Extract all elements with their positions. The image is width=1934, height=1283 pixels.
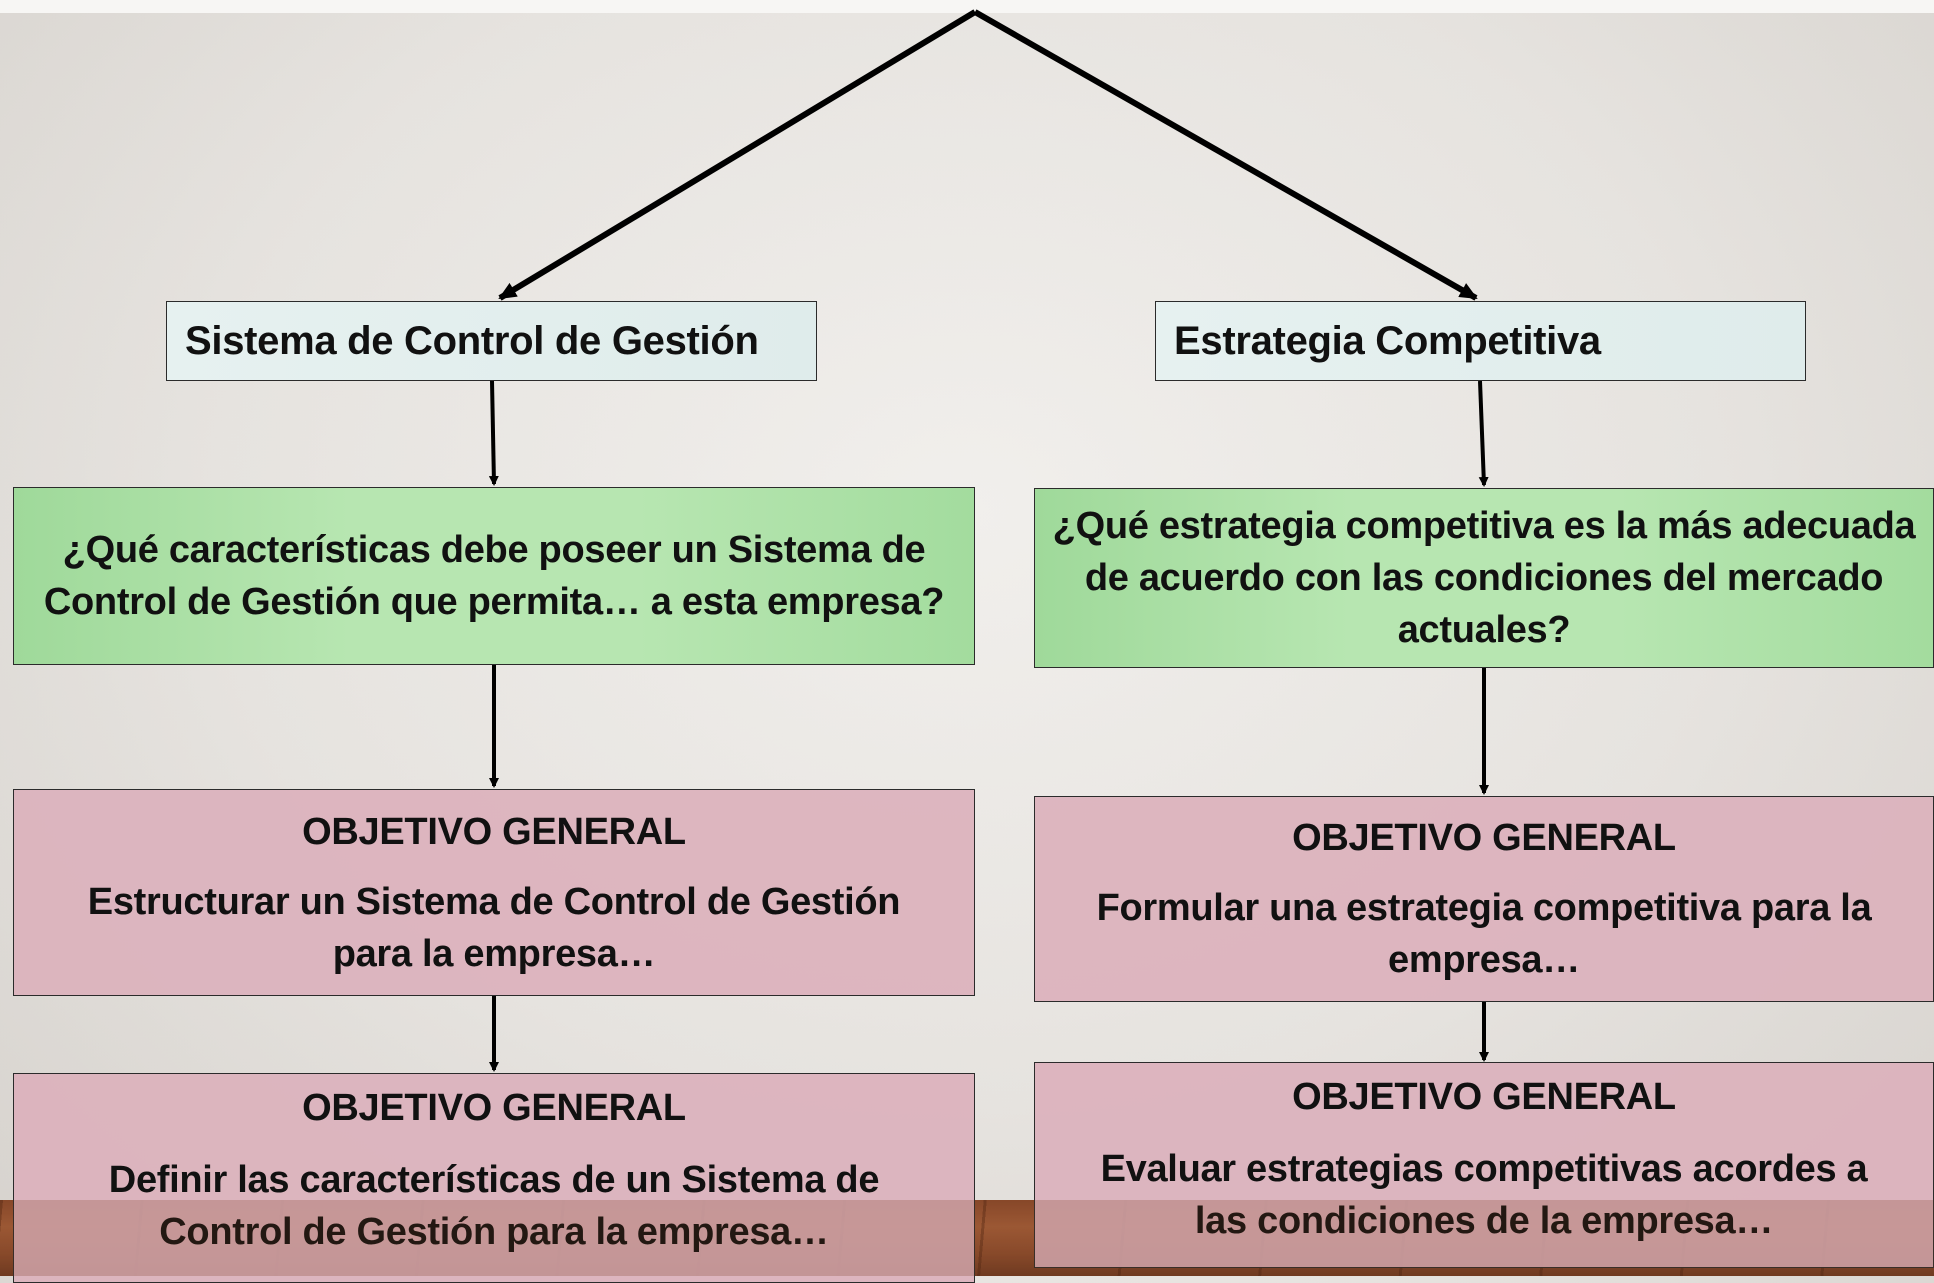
- objective-right-1-title: OBJETIVO GENERAL: [1292, 817, 1676, 859]
- header-box-right: Estrategia Competitiva: [1155, 301, 1806, 381]
- question-box-right: ¿Qué estrategia competitiva es la más ad…: [1034, 488, 1934, 668]
- top-strip: [0, 0, 1934, 13]
- objective-box-left-1: OBJETIVO GENERAL Estructurar un Sistema …: [13, 789, 975, 996]
- question-box-left: ¿Qué características debe poseer un Sist…: [13, 487, 975, 665]
- objective-left-1-title: OBJETIVO GENERAL: [302, 810, 686, 853]
- objective-left-2-text: Definir las características de un Sistem…: [108, 1159, 880, 1253]
- header-box-left: Sistema de Control de Gestión: [166, 301, 817, 381]
- question-left-text: ¿Qué características debe poseer un Sist…: [43, 529, 945, 623]
- objective-box-left-2: OBJETIVO GENERAL Definir las característ…: [13, 1073, 975, 1283]
- arrow-root-left: [498, 9, 977, 301]
- arrow-root-right: [973, 9, 1478, 301]
- objective-box-right-1: OBJETIVO GENERAL Formular una estrategia…: [1034, 796, 1934, 1002]
- objective-box-right-2: OBJETIVO GENERAL Evaluar estrategias com…: [1034, 1062, 1934, 1268]
- objective-left-1-text: Estructurar un Sistema de Control de Ges…: [87, 880, 901, 975]
- question-right-text: ¿Qué estrategia competitiva es la más ad…: [1052, 505, 1916, 651]
- objective-right-2-text: Evaluar estrategias competitivas acordes…: [1100, 1148, 1868, 1242]
- arrow-left-header-question: [488, 380, 499, 486]
- objective-left-2-title: OBJETIVO GENERAL: [302, 1087, 686, 1129]
- header-left-text: Sistema de Control de Gestión: [185, 318, 759, 363]
- arrow-right-header-question: [1478, 380, 1489, 487]
- objective-right-2-title: OBJETIVO GENERAL: [1292, 1076, 1676, 1118]
- header-right-text: Estrategia Competitiva: [1174, 318, 1601, 363]
- objective-right-1-text: Formular una estrategia competitiva para…: [1096, 887, 1872, 981]
